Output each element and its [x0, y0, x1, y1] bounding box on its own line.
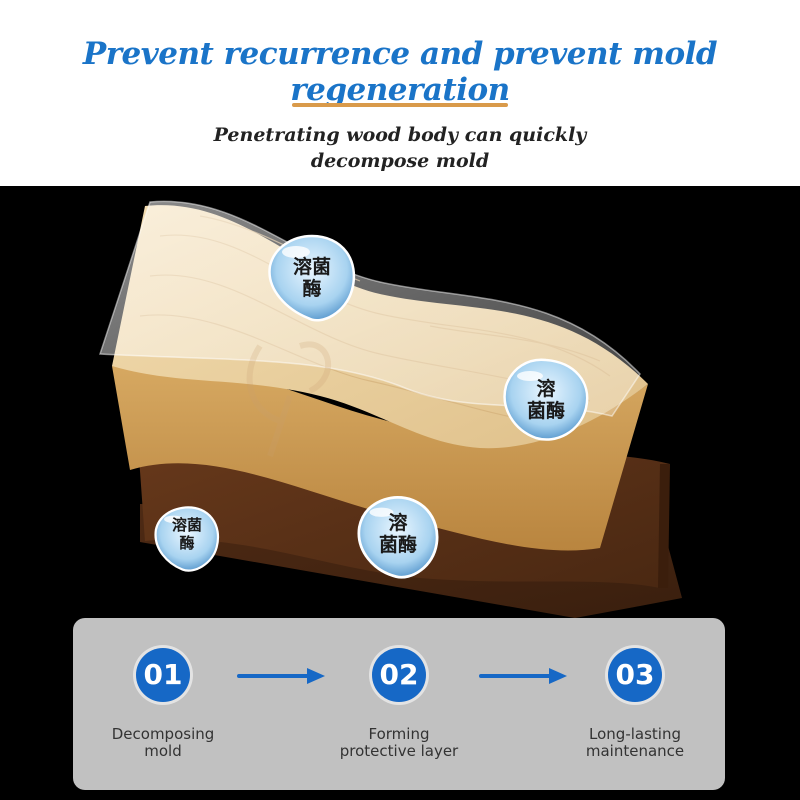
enzyme-droplet-4: 溶 菌酶	[352, 490, 444, 586]
step-label: Decomposing mold	[111, 725, 215, 760]
step-1: 01 Decomposing mold	[83, 648, 243, 760]
step-number-badge: 01	[136, 648, 190, 702]
right-arrow-icon	[479, 668, 567, 684]
right-arrow-icon	[237, 668, 325, 684]
enzyme-label: 溶菌 酶	[171, 516, 202, 552]
light-wood-edge	[112, 361, 648, 551]
step-2: 02 Forming protective layer	[319, 648, 479, 760]
process-steps-panel: 01 Decomposing mold 02 Forming protectiv…	[73, 618, 725, 790]
step-number-badge: 03	[608, 648, 662, 702]
watermark-logo	[246, 341, 331, 457]
step-label: Forming protective layer	[339, 725, 459, 760]
enzyme-droplet-2: 溶 菌酶	[496, 352, 596, 452]
page-subtitle: Penetrating wood body can quickly decomp…	[213, 124, 587, 172]
step-label: Long-lasting maintenance	[585, 725, 685, 760]
enzyme-droplet-icon	[357, 496, 439, 579]
enzyme-label: 溶菌 酶	[292, 256, 331, 300]
step-3: 03 Long-lasting maintenance	[555, 648, 715, 760]
enzyme-droplet-icon	[503, 358, 589, 441]
title-divider	[292, 103, 508, 107]
step-number-badge: 02	[372, 648, 426, 702]
enzyme-label: 溶 菌酶	[526, 378, 565, 422]
header-section: Prevent recurrence and prevent mold rege…	[0, 0, 800, 186]
enzyme-label: 溶 菌酶	[378, 512, 417, 556]
enzyme-droplet-3: 溶菌 酶	[150, 500, 224, 580]
enzyme-droplet-icon	[268, 234, 356, 322]
page-title: Prevent recurrence and prevent mold rege…	[82, 36, 718, 108]
enzyme-droplet-icon	[154, 506, 219, 572]
enzyme-droplet-1: 溶菌 酶	[262, 230, 362, 330]
